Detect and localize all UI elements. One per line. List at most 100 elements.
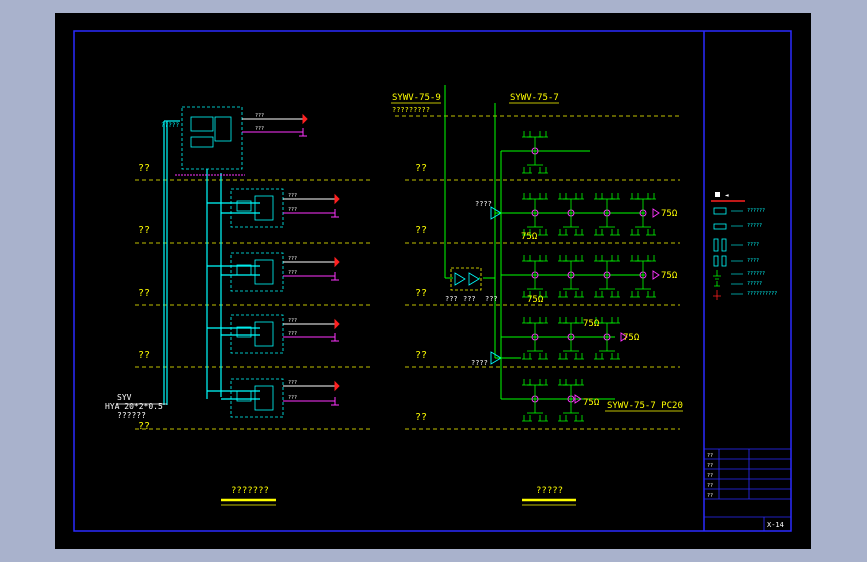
svg-text:??: ?? xyxy=(138,421,150,432)
amp-triangle-1 xyxy=(454,272,466,286)
title-block-cell: ?? xyxy=(707,473,713,479)
right-floor-labels: ?? ?? ?? ?? ?? xyxy=(415,163,427,423)
tv-outlet xyxy=(558,379,568,386)
tv-outlet xyxy=(558,193,568,200)
tv-outlet xyxy=(630,193,640,200)
tv-outlet xyxy=(558,291,568,298)
tv-outlet xyxy=(574,193,584,200)
terminator-labels: 75Ω 75Ω 75Ω 75Ω 75Ω 75Ω 75Ω xyxy=(521,209,678,408)
tv-outlet xyxy=(538,317,548,324)
tv-outlet xyxy=(522,255,532,262)
outgoing-lines xyxy=(175,118,335,402)
tv-outlet xyxy=(610,193,620,200)
svg-text:???: ??? xyxy=(288,207,297,213)
tv-outlet xyxy=(522,229,532,236)
legend-label: ???? xyxy=(747,258,759,264)
svg-text:??: ?? xyxy=(415,163,427,174)
tv-outlet xyxy=(630,291,640,298)
tv-outlet xyxy=(646,229,656,236)
tv-outlet xyxy=(594,229,604,236)
tv-outlet xyxy=(574,229,584,236)
tv-outlet xyxy=(574,291,584,298)
amp-box-label-2: ??? xyxy=(463,295,476,303)
tv-outlet xyxy=(594,291,604,298)
svg-text:??: ?? xyxy=(138,350,150,361)
svg-text:75Ω: 75Ω xyxy=(527,295,544,305)
svg-text:??: ?? xyxy=(138,288,150,299)
legend-label: ?????? xyxy=(747,271,765,277)
tv-outlet xyxy=(574,379,584,386)
tv-outlet xyxy=(522,415,532,422)
branch-label: SYWV-75-7 xyxy=(510,93,559,103)
tv-outlet xyxy=(522,353,532,360)
tv-outlet xyxy=(522,317,532,324)
tv-outlet xyxy=(610,255,620,262)
svg-text:???: ??? xyxy=(288,193,297,199)
legend-label: ????? xyxy=(747,281,762,287)
tv-outlet xyxy=(646,291,656,298)
legend-label: ????? xyxy=(747,223,762,229)
tv-outlet xyxy=(594,255,604,262)
tv-outlet xyxy=(538,193,548,200)
floor-junction-boxes xyxy=(230,188,284,418)
amp-label-bottom: ???? xyxy=(471,359,488,367)
left-floor-dividers xyxy=(135,179,373,430)
svg-text:??????: ?????? xyxy=(117,411,146,420)
tv-outlet xyxy=(522,291,532,298)
title-block-cell: ?? xyxy=(707,483,713,489)
tv-outlet xyxy=(538,415,548,422)
svg-text:???: ??? xyxy=(288,331,297,337)
tv-outlet xyxy=(646,255,656,262)
tv-outlet xyxy=(610,353,620,360)
svg-text:???: ??? xyxy=(288,256,297,262)
right-title-underline xyxy=(522,498,576,506)
amp-label-top: ???? xyxy=(475,200,492,208)
svg-text:HYA 20*2*0.5: HYA 20*2*0.5 xyxy=(105,402,163,411)
tv-outlet xyxy=(538,167,548,174)
tv-outlet xyxy=(522,131,532,138)
svg-text:???: ??? xyxy=(255,113,264,119)
svg-text:75Ω: 75Ω xyxy=(661,271,678,281)
svg-text:◄: ◄ xyxy=(725,192,729,199)
tv-outlet xyxy=(558,353,568,360)
tv-outlet xyxy=(522,379,532,386)
terminator xyxy=(652,270,660,280)
terminator xyxy=(652,208,660,218)
tv-outlet xyxy=(594,317,604,324)
terminator xyxy=(574,394,582,404)
tv-outlet xyxy=(538,229,548,236)
legend: ◄ ??????????????????????????????????????… xyxy=(711,192,777,300)
tv-outlet xyxy=(574,353,584,360)
svg-text:SYV: SYV xyxy=(117,393,132,402)
amp-box-label-3: ??? xyxy=(485,295,498,303)
catv-trunk xyxy=(444,85,521,359)
schematic-drawing: ?? ?? ?? ?? ?? ?? ?? ?? ?? ?? SY xyxy=(73,30,792,532)
left-floor-labels: ?? ?? ?? ?? ?? xyxy=(138,163,150,432)
output-small-labels: ?????? ?????? ?????? ?????? ?????? xyxy=(255,113,297,401)
tv-outlet xyxy=(538,291,548,298)
tv-outlet xyxy=(558,229,568,236)
svg-text:???: ??? xyxy=(255,126,264,132)
title-block xyxy=(703,448,792,532)
tv-outlet xyxy=(558,255,568,262)
terminator xyxy=(620,332,628,342)
left-title-underline xyxy=(221,498,276,506)
svg-text:75Ω: 75Ω xyxy=(521,232,538,242)
svg-text:??: ?? xyxy=(415,225,427,236)
tv-outlet xyxy=(646,193,656,200)
svg-text:???: ??? xyxy=(288,318,297,324)
svg-text:???: ??? xyxy=(288,395,297,401)
tv-outlet xyxy=(538,353,548,360)
svg-text:???: ??? xyxy=(288,270,297,276)
tv-outlet xyxy=(538,131,548,138)
title-block-cell: ?? xyxy=(707,453,713,459)
svg-text:?????: ????? xyxy=(161,122,179,129)
svg-text:??: ?? xyxy=(415,288,427,299)
floor-amp-2 xyxy=(490,351,502,365)
tv-outlet xyxy=(574,255,584,262)
legend-label: ?????? xyxy=(747,208,765,214)
tv-outlet xyxy=(610,229,620,236)
outer-frame xyxy=(73,30,792,532)
right-floor-dividers xyxy=(395,115,680,430)
svg-text:???: ??? xyxy=(288,380,297,386)
